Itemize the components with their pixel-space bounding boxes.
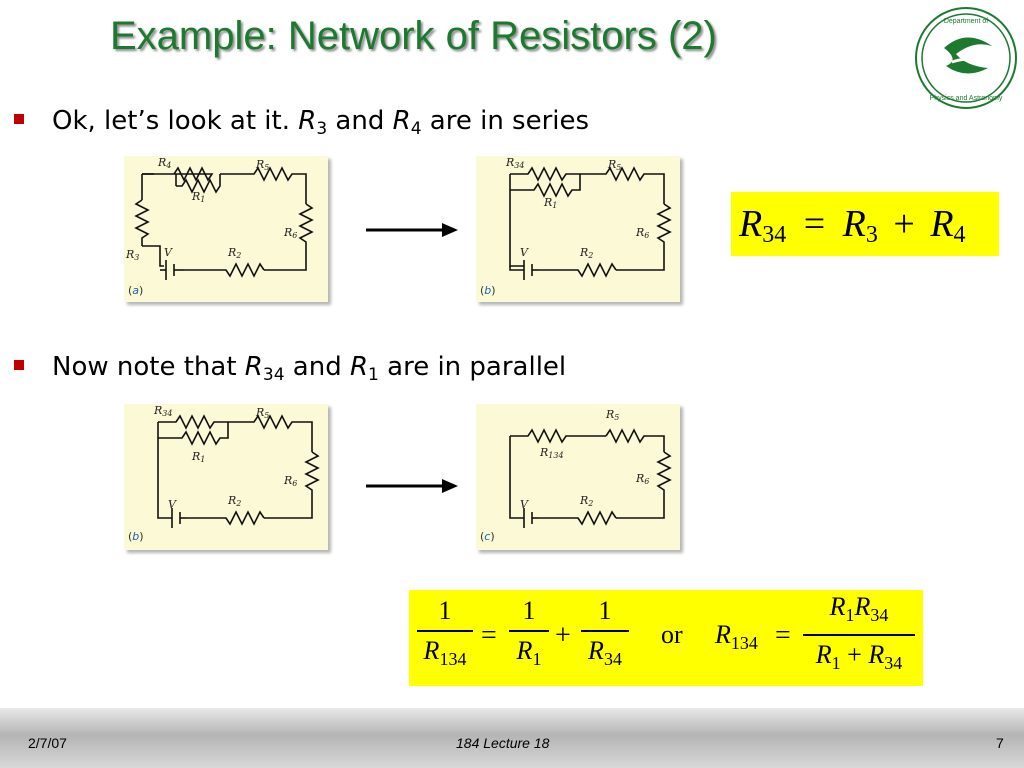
department-logo: Department of Physics and Astronomy [915,7,1017,109]
svg-text:R5: R5 [255,406,269,420]
svg-text:V: V [520,246,529,259]
svg-text:R34: R34 [153,404,172,418]
slide-footer: 2/7/07 184 Lecture 18 7 [0,708,1024,768]
panel-b-label: b [484,284,491,297]
svg-text:R134: R134 [539,446,564,460]
transform-arrow-2 [366,479,458,493]
svg-text:V: V [520,498,529,511]
circuit-diagram-b-bottom: R34 R5 R1 R6 R2 V (b) [124,404,328,550]
bullet-marker [14,360,24,370]
circuit-diagram-c: R5 R134 R6 R2 V (c) [476,404,680,550]
footer-date: 2/7/07 [28,735,67,751]
svg-text:R5: R5 [605,408,619,422]
series-formula: R34 = R3 + R4 [731,192,999,256]
svg-text:(b): (b) [128,530,144,543]
transform-arrow-1 [366,223,458,237]
svg-text:R34: R34 [505,156,524,170]
footer-lecture: 184 Lecture 18 [456,735,550,751]
svg-text:R5: R5 [607,158,621,172]
fraction-1-over-r1: 1 R1 [509,596,549,674]
panel-c-label: c [484,530,490,543]
bullet-marker [14,114,24,124]
svg-text:V: V [168,498,177,511]
r134-lhs: R134 [715,620,758,653]
svg-text:Physics and Astronomy: Physics and Astronomy [930,95,1003,102]
svg-text:R2: R2 [227,246,241,260]
svg-text:(a): (a) [128,284,143,297]
svg-text:R1: R1 [543,196,557,210]
svg-text:R2: R2 [579,494,593,508]
svg-text:V: V [164,246,173,259]
svg-text:R6: R6 [635,226,649,240]
svg-text:R3: R3 [125,248,139,262]
bullet-parallel: Now note that R34 and R1 are in parallel [14,354,566,384]
parallel-formula: 1 R134 = 1 R1 + 1 R34 or R134 = R1R34 R1… [409,590,923,686]
svg-text:R5: R5 [255,158,269,172]
svg-text:R4: R4 [157,156,171,170]
svg-text:(c): (c) [480,530,495,543]
svg-text:R6: R6 [635,472,649,486]
svg-text:(b): (b) [480,284,496,297]
svg-text:R1: R1 [191,450,205,464]
circuit-diagram-b-top: R34 R5 R1 R6 R2 V (b) [476,156,680,302]
svg-text:R2: R2 [579,246,593,260]
circuit-diagram-a: R4 R5 R1 R6 R2 R3 V (a) [124,156,328,302]
panel-a-label: a [132,284,139,297]
panel-b2-label: b [132,530,139,543]
fraction-product-over-sum: R1R34 R1 + R34 [803,592,915,678]
fraction-1-over-r134: 1 R134 [417,596,473,674]
svg-text:R6: R6 [283,474,297,488]
slide-title: Example: Network of Resistors (2) [110,14,717,58]
svg-text:R6: R6 [283,226,297,240]
bullet-series: Ok, let’s look at it. R3 and R4 are in s… [14,108,589,138]
fraction-1-over-r34: 1 R34 [581,596,629,674]
svg-text:R2: R2 [227,494,241,508]
svg-text:Department of: Department of [944,18,988,25]
footer-page-number: 7 [996,735,1004,751]
